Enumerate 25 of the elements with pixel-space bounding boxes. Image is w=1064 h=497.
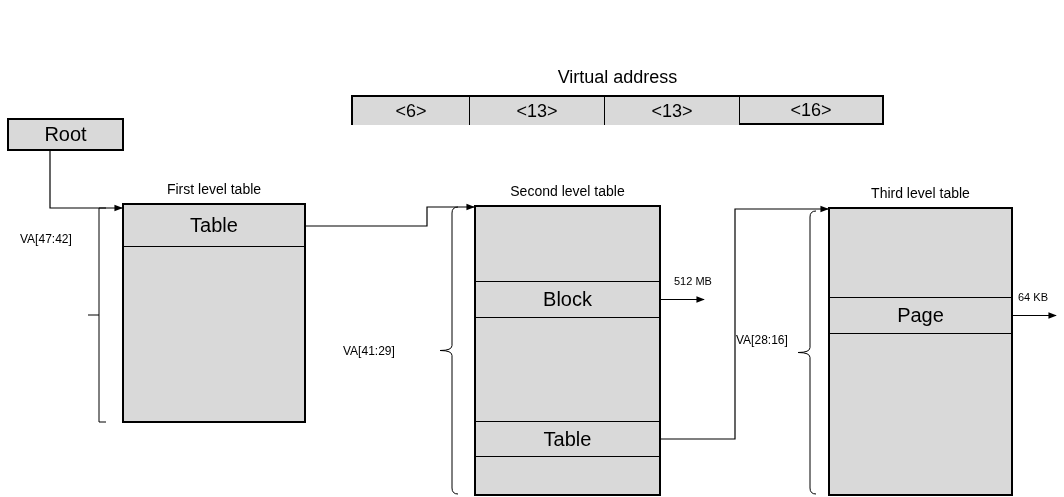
entry-label: Page [896,304,945,327]
field-label: <13> [650,100,694,122]
root-box [7,118,124,151]
table-title: First level table [165,181,263,197]
bit-range-label: VA[47:42] [20,232,72,246]
arrow [49,150,123,212]
address-field [604,97,739,125]
entry-label: Table [542,427,593,451]
table-title: Second level table [509,183,626,199]
edge-label: 64 KB [1017,290,1049,303]
entry-label: Block [542,288,593,311]
entry-label: Table [189,214,239,237]
bit-range-label: VA[28:16] [736,333,788,347]
bit-range-label: VA[41:29] [343,344,395,358]
field-label: <13> [515,100,559,122]
address-field [469,97,604,125]
table-entry [476,421,659,457]
table-title: Third level table [870,185,971,201]
field-label: <16> [789,99,833,121]
table-entry [830,297,1011,334]
field-label: <6> [394,100,428,122]
table-title: Virtual address [556,67,679,88]
edge-label: 512 MB [673,274,713,287]
table-entry [476,281,659,318]
entry-label: Root [43,123,88,146]
